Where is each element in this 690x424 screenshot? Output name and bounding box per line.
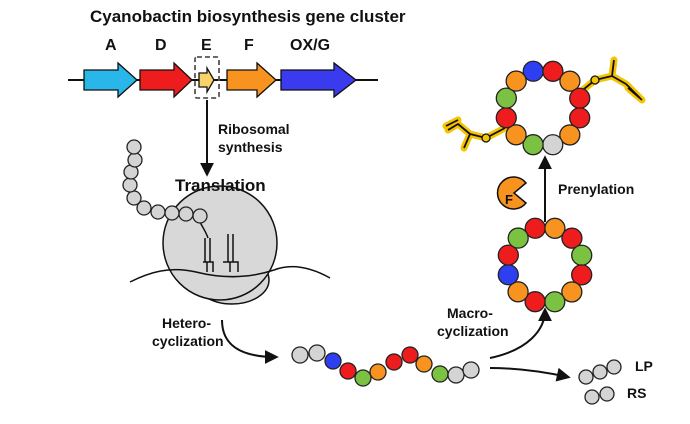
gene-label-ox-g: OX/G	[290, 37, 330, 54]
gene-arrow-d	[139, 61, 193, 99]
prenylation-label: Prenylation	[558, 181, 634, 197]
ring-residue	[507, 227, 529, 249]
linear-residue	[308, 344, 326, 362]
linear-residue	[415, 355, 433, 373]
nascent-residue	[192, 208, 208, 224]
leader-peptide-label: LP	[635, 358, 653, 374]
ribosomal-label-line2: synthesis	[218, 139, 283, 155]
prenyltransferase-f-icon	[496, 176, 528, 210]
ring-residue	[571, 264, 593, 286]
gene-arrow-e	[198, 65, 215, 95]
ring-residue	[505, 124, 527, 146]
diagram-title: Cyanobactin biosynthesis gene cluster	[90, 7, 406, 26]
linear-residue	[291, 346, 309, 364]
macrocyclization-label-line1: Macro-	[447, 305, 493, 321]
nascent-residue	[126, 190, 142, 206]
gene-label-d: D	[155, 37, 167, 54]
nascent-residue	[178, 206, 194, 222]
ribosome	[129, 185, 331, 305]
leader-peptide-residue	[578, 369, 594, 385]
leader-peptide-residue	[606, 359, 622, 375]
nascent-residue	[150, 204, 166, 220]
nascent-peptide-chain	[122, 139, 208, 224]
ring-residue	[561, 227, 583, 249]
ring-residue	[561, 281, 583, 303]
gene-arrow-ox-g	[280, 61, 358, 99]
nascent-residue	[164, 205, 180, 221]
cyclic-peptide	[497, 217, 593, 313]
ring-residue	[495, 107, 517, 129]
linear-residue	[447, 366, 465, 384]
linear-residue	[354, 369, 372, 387]
ether-oxygen	[481, 133, 491, 143]
linear-residue	[385, 353, 403, 371]
recognition-sequence-residue	[599, 386, 615, 402]
gene-label-e: E	[201, 37, 212, 54]
trna-left	[203, 238, 214, 272]
recognition-sequence-residue	[584, 389, 600, 405]
prenyl-group-left-highlight	[442, 116, 509, 152]
modified-linear-peptide	[291, 344, 480, 387]
byproduct-arrow	[489, 367, 571, 382]
ring-residue	[571, 244, 593, 266]
nascent-residue	[126, 139, 142, 155]
ring-residue	[524, 291, 546, 313]
nascent-residue	[122, 177, 138, 193]
ring-residue	[495, 87, 517, 109]
gene-arrow-a	[83, 61, 138, 99]
recognition-sequence-label: RS	[627, 385, 646, 401]
gene-arrow-f	[226, 61, 277, 99]
ring-residue	[544, 291, 566, 313]
heterocyclization-label-line1: Hetero-	[162, 315, 211, 331]
ether-oxygen	[590, 75, 600, 85]
heterocyclization-label-line2: cyclization	[152, 333, 224, 349]
linear-residue	[339, 362, 357, 380]
ring-residue	[559, 70, 581, 92]
ring-residue	[542, 134, 564, 156]
ring-residue	[559, 124, 581, 146]
linear-residue	[369, 363, 387, 381]
linear-residue	[462, 361, 480, 379]
heterocyclization-arrow	[221, 319, 279, 364]
gene-label-a: A	[105, 37, 117, 54]
macrocyclization-arrow	[489, 307, 552, 359]
linear-residue	[401, 346, 419, 364]
ring-residue	[542, 60, 564, 82]
ring-residue	[507, 281, 529, 303]
mrna-strand	[129, 266, 331, 283]
linear-residue	[431, 365, 449, 383]
nascent-residue	[127, 152, 143, 168]
prenylated-cyclic-peptide	[495, 60, 591, 156]
leader-peptide-residue	[592, 364, 608, 380]
enzyme-f-label: F	[505, 192, 513, 207]
ring-residue	[544, 217, 566, 239]
ring-residue	[569, 107, 591, 129]
translation-label: Translation	[175, 176, 266, 195]
ring-residue	[497, 264, 519, 286]
gene-e-highlight-box	[194, 56, 220, 99]
prenyl-groups	[442, 56, 646, 152]
trna-right	[223, 234, 239, 272]
linear-residue	[324, 352, 342, 370]
macrocyclization-label-line2: cyclization	[437, 323, 509, 339]
ring-residue	[569, 87, 591, 109]
ring-residue	[505, 70, 527, 92]
byproduct-fragments	[578, 359, 622, 405]
ring-residue	[497, 244, 519, 266]
nascent-residue	[136, 200, 152, 216]
ribosome-large-subunit	[162, 185, 278, 301]
gene-label-f: F	[244, 37, 254, 54]
ribosomal-label-line1: Ribosomal	[218, 121, 290, 137]
ring-residue	[522, 134, 544, 156]
